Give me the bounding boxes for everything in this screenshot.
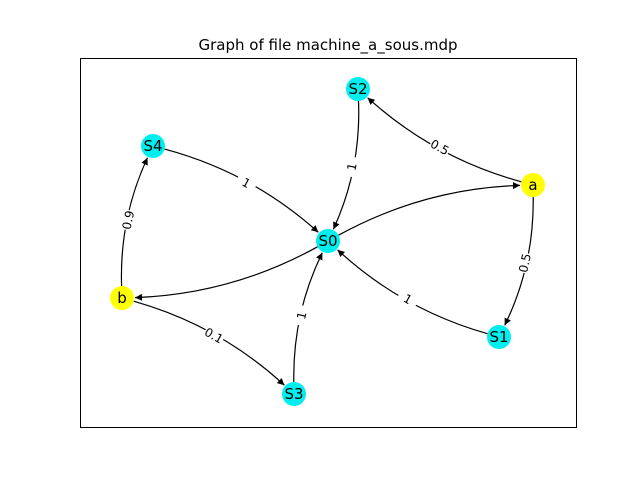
edge-label-s3-to-s0: 1 [294,310,309,320]
node-label: S1 [489,328,508,346]
node-s2: S2 [346,77,370,101]
node-label: b [117,289,127,307]
edge-label-background [119,208,138,232]
node-label: S2 [348,80,367,98]
node-label: S3 [284,385,303,403]
node-circle [487,325,511,349]
node-s0: S0 [316,229,340,253]
edge-label-b-to-s4: 0.9 [120,209,138,231]
node-label: S4 [143,137,162,155]
node-circle [521,173,545,197]
node-s3: S3 [282,382,306,406]
edge-label-background [292,304,311,327]
node-label: a [528,176,537,194]
node-b: b [110,286,134,310]
edge-label-background [395,288,420,311]
edge-label-background [201,324,226,347]
figure-title: Graph of file machine_a_sous.mdp [198,36,457,55]
edge-label-background [427,136,452,159]
edge-label-background [343,155,361,178]
node-a: a [521,173,545,197]
node-circle [346,77,370,101]
node-s4: S4 [141,134,165,158]
plot-frame [80,58,577,428]
node-circle [110,286,134,310]
node-circle [141,134,165,158]
edge-label-a-to-s1: 0.5 [516,252,534,274]
node-circle [316,229,340,253]
edge-s0-to-a [338,182,521,236]
edge-label-background [234,172,259,194]
node-s1: S1 [487,325,511,349]
node-circle [282,382,306,406]
node-label: S0 [318,232,337,250]
edge-label-s2-to-s0: 1 [344,162,359,172]
edge-label-background [516,251,535,275]
edge-s0-to-b [134,246,318,301]
